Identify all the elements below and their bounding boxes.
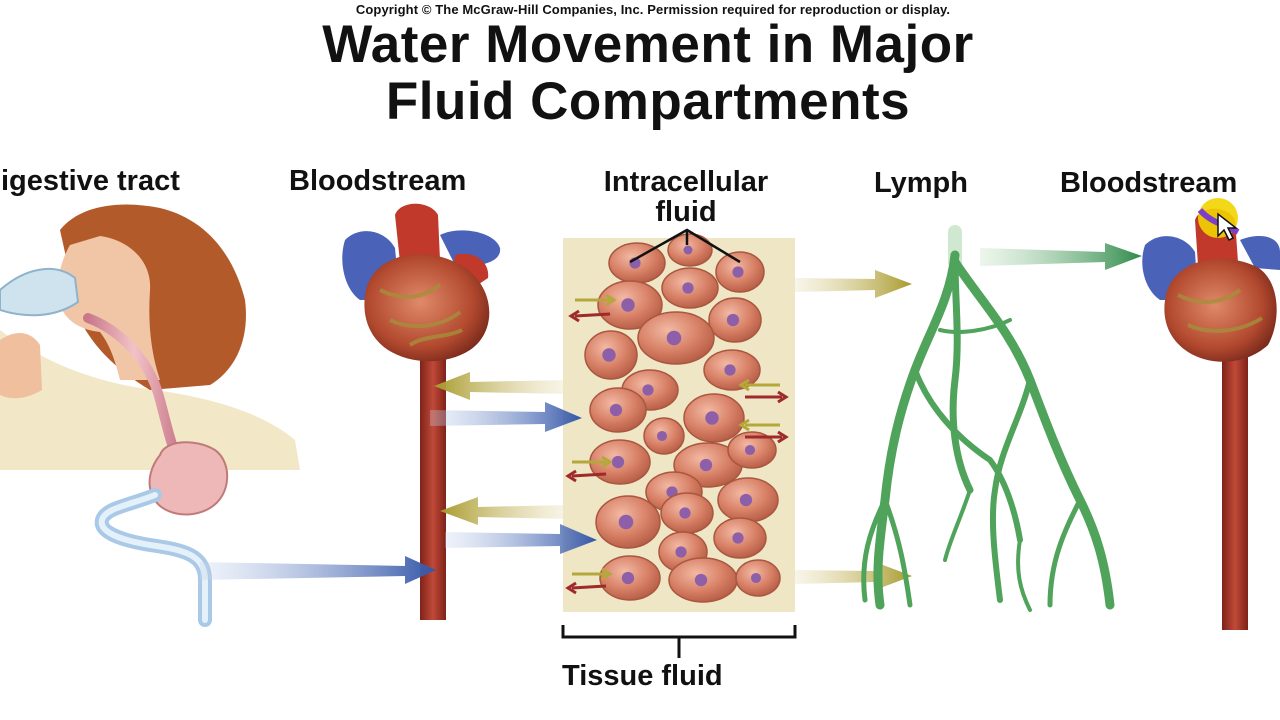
lymph-vessel-icon (861, 225, 1115, 612)
cell-nucleus (602, 348, 616, 362)
cell-nucleus (739, 493, 753, 507)
cell-nucleus (656, 430, 668, 442)
cell-nucleus (683, 245, 693, 255)
bloodstream-vessel-right (1222, 330, 1248, 630)
cell-nucleus (732, 532, 744, 544)
cell-nucleus (694, 573, 708, 587)
label-intracellular-fluid: Intracellular fluid (566, 167, 806, 227)
title-line-1: Water Movement in Major (322, 15, 974, 74)
label-intracellular-line-1: Intracellular (603, 166, 769, 198)
label-bloodstream-right: Bloodstream (1060, 168, 1238, 198)
label-tissue-fluid: Tissue fluid (562, 660, 723, 692)
tissue-fluid-block (563, 228, 795, 612)
label-intracellular-line-2: fluid (655, 196, 717, 228)
heart-icon (342, 203, 501, 620)
mouse-cursor-icon (1197, 198, 1240, 242)
cell-nucleus (750, 572, 762, 584)
cell-nucleus (666, 330, 682, 346)
intracellular-cells (584, 233, 781, 603)
cell-nucleus (642, 384, 654, 396)
label-lymph: Lymph (874, 167, 968, 199)
tissue-fluid-bracket (561, 625, 797, 658)
heart-icon (1142, 208, 1280, 630)
cell-nucleus (609, 403, 623, 417)
label-digestive-tract: Digestive tract (0, 165, 180, 197)
person-drinking-icon (0, 204, 300, 470)
intracellular-pointer (629, 228, 741, 264)
flow-arrows (200, 243, 1142, 595)
label-bloodstream-left: Bloodstream (289, 165, 467, 197)
cell-nucleus (675, 546, 687, 558)
cell-nucleus (705, 411, 719, 425)
cell-nucleus (621, 298, 635, 312)
cell-nucleus (744, 444, 756, 456)
cell-nucleus (611, 455, 625, 469)
cell-nucleus (682, 282, 694, 294)
cell-nucleus (732, 266, 744, 278)
cell-nucleus (679, 507, 691, 519)
title-line-2: Fluid Compartments (385, 72, 911, 131)
cell-nucleus (618, 514, 634, 530)
page-title: Water Movement in Major Fluid Compartmen… (0, 16, 1280, 130)
bloodstream-vessel-left (420, 330, 446, 620)
cell-nucleus (724, 364, 736, 376)
cell-nucleus (726, 313, 740, 327)
cell-nucleus (699, 458, 713, 472)
stomach-icon (83, 313, 229, 627)
copyright-notice: Copyright © The McGraw-Hill Companies, I… (355, 2, 951, 17)
cell-nucleus (621, 571, 635, 585)
